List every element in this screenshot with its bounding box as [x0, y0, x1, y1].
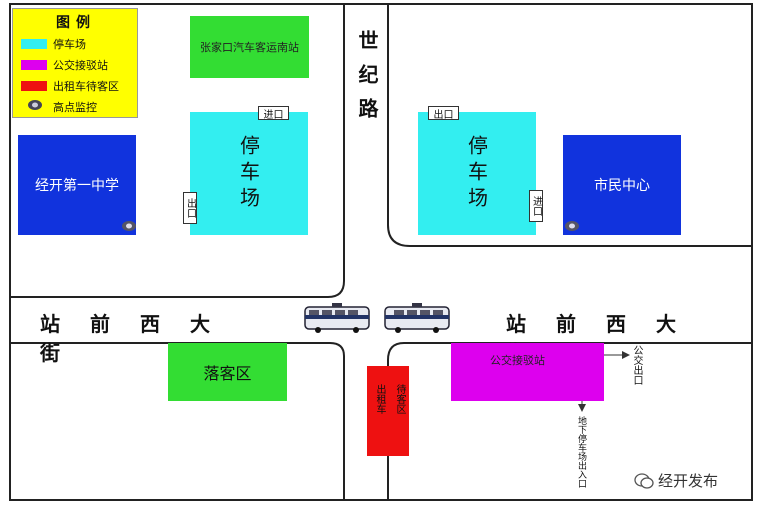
legend-label-parking: 停车场 [53, 38, 86, 51]
legend-title: 图例 [56, 15, 96, 31]
left-entrance-tag: 进口 [258, 106, 289, 121]
street-horizontal-left-text: 站前西大街 [40, 312, 240, 365]
legend-swatch-taxi [21, 81, 47, 91]
civic-center: 市民中心 [563, 135, 681, 235]
street-vertical: 世纪路 [355, 30, 379, 132]
right-entrance-tag: 进口 [529, 190, 543, 222]
legend: 图例 停车场 公交接驳站 出租车待客区 高点监控 [12, 8, 138, 118]
school-building: 经开第一中学 [18, 135, 136, 235]
parking-lot-right-label: 停车场 [464, 134, 489, 213]
legend-label-camera: 高点监控 [53, 101, 97, 114]
legend-swatch-bus [21, 60, 47, 70]
bus-south-station: 张家口汽车客运南站 [190, 16, 309, 78]
camera-icon [565, 221, 579, 231]
dropoff-area: 落客区 [168, 343, 287, 401]
legend-swatch-parking [21, 39, 47, 49]
watermark: 经开发布 [634, 470, 718, 491]
legend-label-bus: 公交接驳站 [53, 59, 108, 72]
left-exit-tag: 出口 [183, 192, 197, 224]
bus-transfer-station: 公交接驳站 [451, 343, 604, 401]
camera-icon [28, 100, 42, 110]
camera-icon [122, 221, 136, 231]
street-horizontal-left: 站前西大街 [40, 308, 272, 366]
legend-label-taxi: 出租车待客区 [53, 80, 119, 93]
parking-lot-left: 停车场 [190, 112, 308, 235]
taxi-label-right: 待客区 [394, 384, 405, 414]
taxi-area: 出租车 待客区 [367, 366, 409, 456]
bus-transfer-label: 公交接驳站 [490, 354, 545, 367]
bus-left [304, 303, 370, 333]
underground-exit-label: 地下停车场出入口 [576, 416, 586, 488]
taxi-label-left: 出租车 [374, 384, 385, 414]
watermark-text: 经开发布 [658, 472, 719, 490]
right-exit-tag: 出口 [428, 106, 459, 121]
parking-lot-right: 停车场 [418, 112, 536, 235]
parking-lot-left-label: 停车场 [236, 134, 261, 213]
wechat-icon [634, 472, 654, 489]
bus-exit-label: 公交出口 [631, 345, 642, 385]
bus-right [384, 303, 450, 333]
